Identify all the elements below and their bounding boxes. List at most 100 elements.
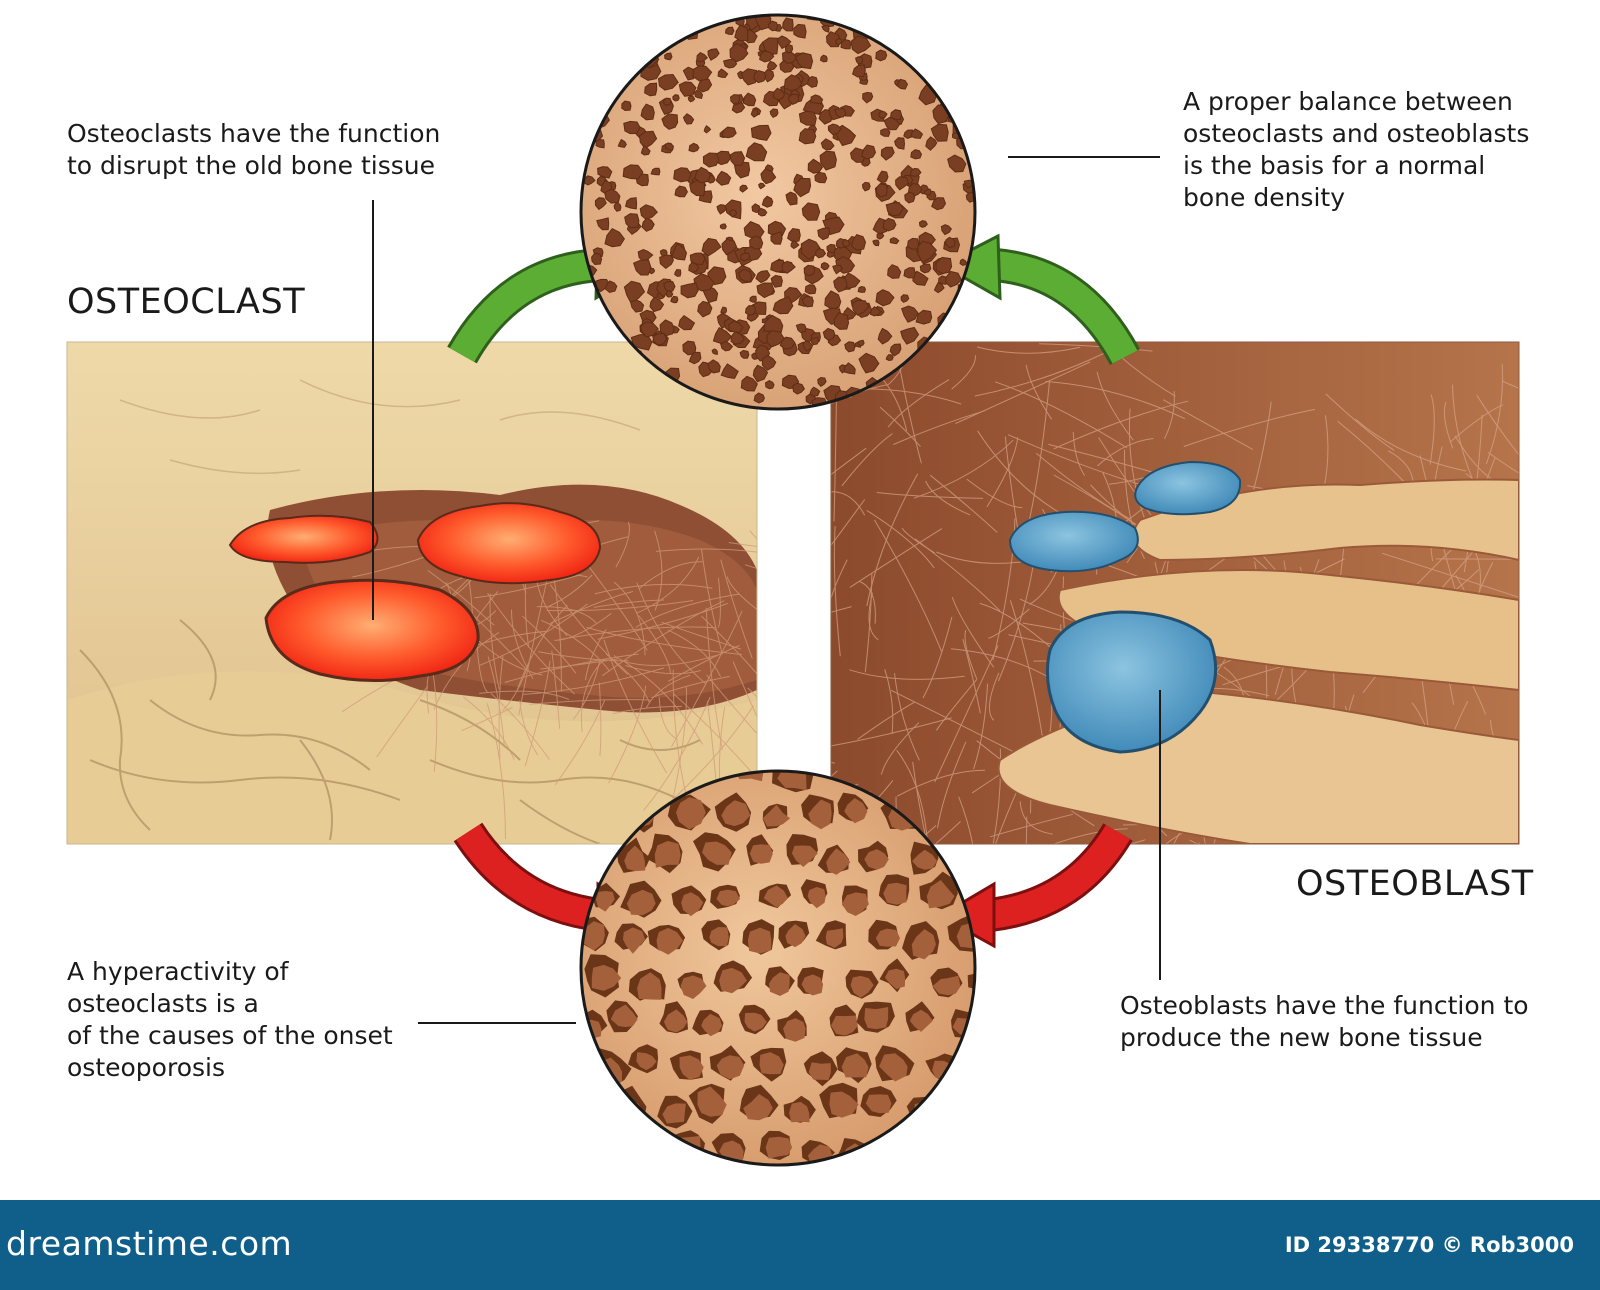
osteoblast-heading: OSTEOBLAST: [1296, 864, 1534, 904]
bone-cavity: [591, 1131, 622, 1163]
collagen-fiber: [977, 430, 1064, 516]
bone-cavity-floor: [595, 891, 615, 912]
bone-pore: [613, 201, 622, 212]
collagen-fiber: [964, 630, 978, 679]
collagen-fiber: [986, 437, 1019, 508]
collagen-fiber: [518, 571, 550, 716]
collagen-fiber: [1004, 436, 1020, 537]
collagen-fiber: [476, 646, 488, 693]
collagen-fiber: [602, 600, 725, 677]
bone-pore: [630, 37, 641, 46]
bone-pore: [719, 223, 727, 230]
bone-pore: [833, 312, 850, 330]
bone-pore: [750, 108, 759, 118]
collagen-fiber: [1072, 431, 1086, 476]
footer-brand-link[interactable]: dreamstime.com: [6, 1224, 293, 1263]
bone-pore: [766, 329, 785, 348]
collagen-fiber: [665, 705, 754, 807]
bone-pore: [843, 362, 856, 375]
collagen-fiber: [732, 661, 757, 719]
bone-pore: [689, 252, 706, 266]
bone-pore: [604, 227, 626, 248]
collagen-fiber: [720, 559, 753, 659]
bone-pore: [964, 103, 975, 121]
bone-pore: [810, 336, 820, 346]
collagen-fiber: [849, 669, 965, 680]
collagen-fiber: [831, 717, 952, 747]
collagen-fiber: [541, 619, 610, 671]
bone-cavity: [581, 844, 604, 873]
collagen-fiber: [586, 626, 742, 655]
collagen-fiber: [884, 669, 894, 734]
bone-pore: [925, 71, 938, 84]
bone-cavity-floor: [892, 1138, 915, 1163]
collagen-fiber: [962, 638, 981, 714]
bone-pore: [721, 126, 737, 139]
bone-cavity-floor: [702, 841, 732, 865]
bone-pore: [749, 235, 764, 250]
collagen-fiber: [594, 583, 713, 595]
bone-pore: [887, 264, 902, 279]
bone-pore: [663, 17, 681, 34]
bone-cavity-floor: [826, 848, 851, 875]
bone-pore: [821, 24, 830, 33]
bone-pore: [604, 280, 618, 293]
collagen-fiber: [747, 687, 757, 698]
bone-pore: [966, 110, 975, 126]
bone-pore: [783, 74, 803, 92]
collagen-fiber: [487, 656, 505, 746]
bone-pore: [664, 142, 675, 152]
bone-pore: [898, 15, 912, 25]
bone-pore: [940, 64, 957, 81]
collagen-fiber: [749, 530, 757, 540]
bone-pore: [960, 313, 975, 333]
bone-pore: [884, 15, 904, 24]
bone-pore: [798, 128, 817, 145]
collagen-fiber: [1045, 381, 1186, 420]
bone-cavity-floor: [591, 964, 622, 991]
collagen-fiber: [1501, 380, 1519, 389]
bone-cavity: [884, 1137, 915, 1161]
collagen-fiber: [585, 629, 607, 681]
bone-pore: [962, 100, 975, 114]
bone-pore: [952, 16, 968, 32]
bone-pore: [594, 197, 607, 211]
bone-pore: [858, 352, 880, 374]
leader-lines: [372, 156, 1161, 1024]
bone-pore: [793, 23, 807, 39]
bone-pore: [895, 176, 910, 191]
collagen-fiber: [1487, 451, 1519, 474]
bone-pore: [833, 276, 848, 293]
collagen-fiber: [1476, 394, 1519, 456]
collagen-fiber: [831, 499, 866, 547]
bone-cavity-floor: [808, 1062, 831, 1081]
bone-pore: [801, 202, 821, 221]
bone-pore: [876, 170, 889, 184]
bone-cavity-floor: [801, 974, 824, 996]
bone-cavity-floor: [865, 1094, 892, 1114]
bone-pore: [749, 295, 757, 303]
collagen-fiber: [893, 410, 985, 445]
bone-pore: [757, 207, 768, 217]
formation-arrow-right: [938, 233, 1141, 366]
bone-cavity-floor: [637, 972, 662, 1000]
bone-cavity-floor: [844, 798, 868, 824]
bone-pore: [716, 204, 728, 215]
bone-pore: [604, 188, 621, 204]
collagen-fiber: [912, 761, 928, 844]
collagen-fiber: [989, 813, 1073, 838]
bone-pore: [663, 281, 676, 293]
bone-pore: [795, 323, 807, 334]
bone-pore: [945, 236, 956, 249]
osteoclast-function-note: Osteoclasts have the function to disrupt…: [67, 118, 440, 182]
bone-pore: [875, 49, 888, 62]
collagen-fiber: [935, 678, 978, 731]
collagen-fiber: [667, 629, 722, 678]
collagen-fiber: [524, 660, 551, 767]
bone-pore: [621, 60, 630, 68]
bone-pore: [640, 144, 651, 156]
bone-pore: [840, 38, 852, 50]
collagen-fiber: [976, 346, 1081, 354]
bone-pore: [644, 38, 659, 52]
collagen-fiber: [706, 674, 757, 735]
